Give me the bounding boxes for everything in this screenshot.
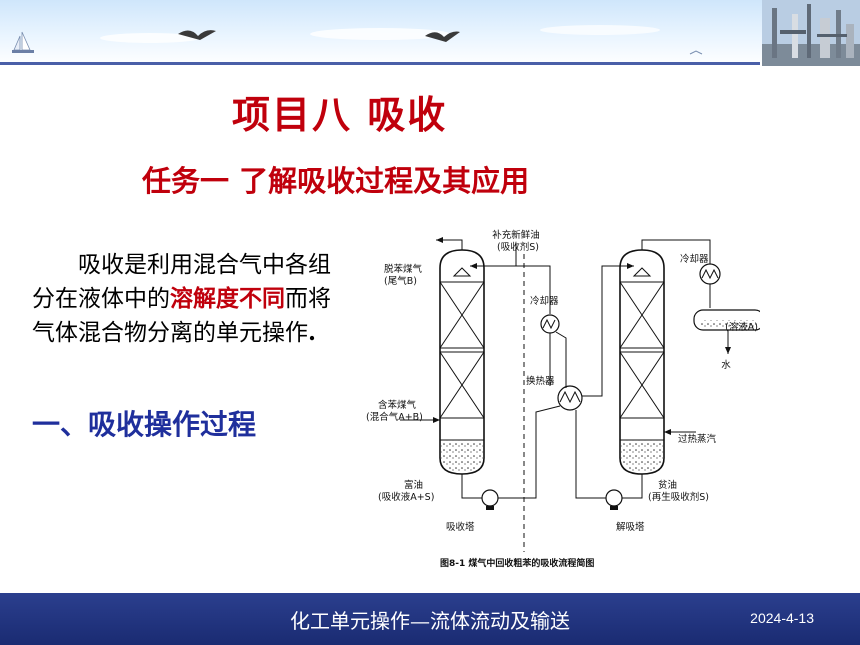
- label-debenzene-gas: 脱苯煤气: [384, 263, 423, 275]
- separator-vessel: [693, 309, 760, 331]
- footer-title: 化工单元操作—流体流动及输送: [290, 609, 570, 633]
- stripper-column: [619, 249, 665, 475]
- label-fresh-oil-sub: (吸收剂S): [497, 241, 539, 253]
- body-text-part2: 而将气体混合物分离的单元操作: [32, 286, 331, 346]
- footer-bar: 化工单元操作—流体流动及输送 2024-4-13: [0, 593, 860, 645]
- body-text-end: .: [308, 319, 317, 346]
- label-cooler-top: 冷却器: [680, 253, 709, 265]
- label-regenerated-solvent: (再生吸收剂S): [648, 491, 709, 503]
- pump-stripper-icon: [605, 489, 623, 510]
- label-heat-exchanger: 换热器: [526, 375, 555, 387]
- footer-date: 2024-4-13: [750, 610, 814, 626]
- label-mixed-gas: (混合气A+B): [366, 411, 423, 423]
- label-fresh-oil: 补充新鲜油: [492, 229, 540, 241]
- label-water: 水: [721, 359, 731, 371]
- section-heading: 一、吸收操作过程: [32, 408, 257, 441]
- label-superheated-steam: 过热蒸汽: [678, 433, 717, 445]
- header-banner: [0, 0, 860, 66]
- label-solution-a: (溶液A): [725, 321, 758, 333]
- figure-caption: 图8-1 煤气中回收粗苯的吸收流程简图: [440, 557, 594, 569]
- absorption-flow-diagram: 补充新鲜油 (吸收剂S) 脱苯煤气 (尾气B) 冷却器 冷却器 粗苯 (溶液A)…: [366, 229, 760, 569]
- heat-exchanger-icon: [557, 385, 583, 411]
- refinery-photo: [762, 0, 860, 66]
- cooler-mid-icon: [540, 314, 560, 334]
- label-absorber: 吸收塔: [446, 521, 475, 533]
- label-lean-oil: 贫油: [658, 479, 677, 491]
- pump-absorber-icon: [481, 489, 499, 510]
- label-cooler-mid: 冷却器: [530, 295, 559, 307]
- label-stripper: 解吸塔: [616, 521, 645, 533]
- label-benzene-gas: 含苯煤气: [378, 399, 417, 411]
- label-rich-oil: 富油: [404, 479, 423, 491]
- body-text-part1: 吸收是利用混合气中各组分在液体中的: [32, 252, 331, 312]
- body-paragraph: 吸收是利用混合气中各组分在液体中的溶解度不同而将气体混合物分离的单元操作.: [32, 248, 332, 350]
- header-decoration: [12, 25, 703, 55]
- page-title: 项目八 吸收: [232, 92, 448, 137]
- label-tail-gas: (尾气B): [384, 275, 417, 287]
- header-rule: [0, 62, 760, 65]
- absorber-column: [439, 249, 485, 475]
- cooler-top-icon: [699, 263, 721, 285]
- bird-icon: [178, 30, 216, 40]
- label-absorbed-liquid: (吸收液A+S): [378, 491, 434, 503]
- bird-icon: [425, 31, 460, 42]
- body-text-highlight: 溶解度不同: [170, 285, 285, 312]
- page-subtitle: 任务一 了解吸收过程及其应用: [142, 164, 530, 198]
- sailboat-icon: [12, 31, 34, 53]
